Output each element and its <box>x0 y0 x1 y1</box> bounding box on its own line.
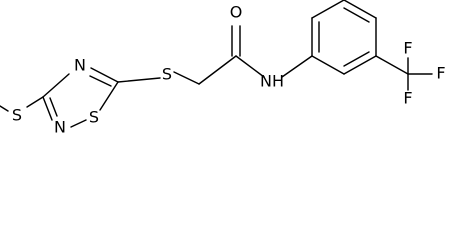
linker-bond-ch2-c <box>198 55 237 85</box>
amide-nh-label: NH <box>260 72 284 91</box>
methyl-bond <box>0 105 9 112</box>
benzene-inner-bond-c3-c4 <box>343 7 370 23</box>
benzene-inner-bond-c5-c6 <box>343 51 370 67</box>
benzene-bond-c3-c4 <box>343 0 377 19</box>
thiadiazole-n-top-label: N <box>74 56 86 75</box>
benzene-bond-c6-c1 <box>311 55 345 75</box>
amide-c-n-bond <box>235 55 265 78</box>
amide-n-aryl-bond <box>281 55 313 78</box>
ring-bond-c3-n2-inner <box>49 97 58 117</box>
fluorine-top-label: F <box>403 39 412 58</box>
ring-bond-c5-n4-outer <box>90 67 119 83</box>
linker-sulfur-label: S <box>162 65 172 84</box>
thiadiazole-n-bottom-label: N <box>54 118 66 137</box>
thiadiazole-sulfur-label: S <box>89 108 99 127</box>
ring-bond-c5-n4-inner <box>89 75 112 87</box>
aryl-cf3-bond <box>375 55 409 75</box>
ring-bond-c3-n2-outer <box>42 96 53 121</box>
methylthio-sulfur-label: S <box>12 106 22 125</box>
fluorine-right-label: F <box>436 64 445 83</box>
benzene-bond-c5-c6 <box>343 55 377 75</box>
carbonyl-oxygen-label: O <box>230 3 243 22</box>
chemical-structure-diagram: S N N S S O NH F F F <box>0 0 446 137</box>
fluorine-bottom-label: F <box>403 89 412 108</box>
ring-bond-c3-n4 <box>42 73 70 98</box>
linker-bond-c5-s <box>117 77 161 83</box>
linker-bond-s-ch2 <box>173 71 200 85</box>
benzene-bond-c2-c3 <box>311 0 345 19</box>
ring-bond-s1-c5 <box>99 81 119 111</box>
methylthio-bond <box>26 96 44 108</box>
ring-bond-n2-s1 <box>70 119 87 128</box>
